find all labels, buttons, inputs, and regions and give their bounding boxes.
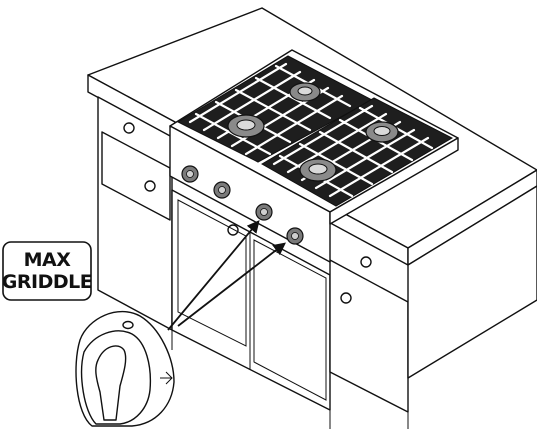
knob-1 [181, 165, 199, 183]
max-griddle-label: MAX GRIDDLE [2, 241, 93, 301]
burner-front-right [299, 158, 337, 182]
cabinet-right [329, 185, 537, 413]
knob-2 [213, 181, 231, 199]
burner-back-right [365, 121, 399, 143]
label-line-2: GRIDDLE [2, 271, 92, 293]
burner-back-left [289, 82, 321, 102]
cabinet-left [97, 96, 173, 331]
control-knob-closeup [75, 311, 175, 427]
label-line-1: MAX [24, 249, 72, 271]
pointer-arrow [167, 220, 260, 331]
knob-3 [255, 203, 273, 221]
burner-front-left [227, 114, 265, 138]
pointer-arrow [177, 242, 286, 327]
knob-4 [286, 227, 304, 245]
